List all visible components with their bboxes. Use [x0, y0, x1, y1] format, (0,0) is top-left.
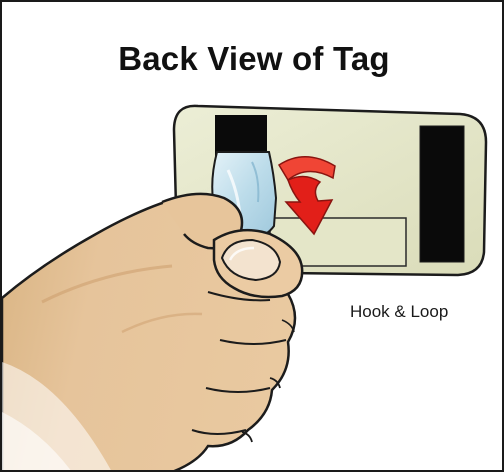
hook-loop-label: Hook & Loop [350, 302, 448, 322]
hook-loop-strip-right [420, 126, 464, 262]
diagram-title: Back View of Tag [2, 40, 504, 78]
